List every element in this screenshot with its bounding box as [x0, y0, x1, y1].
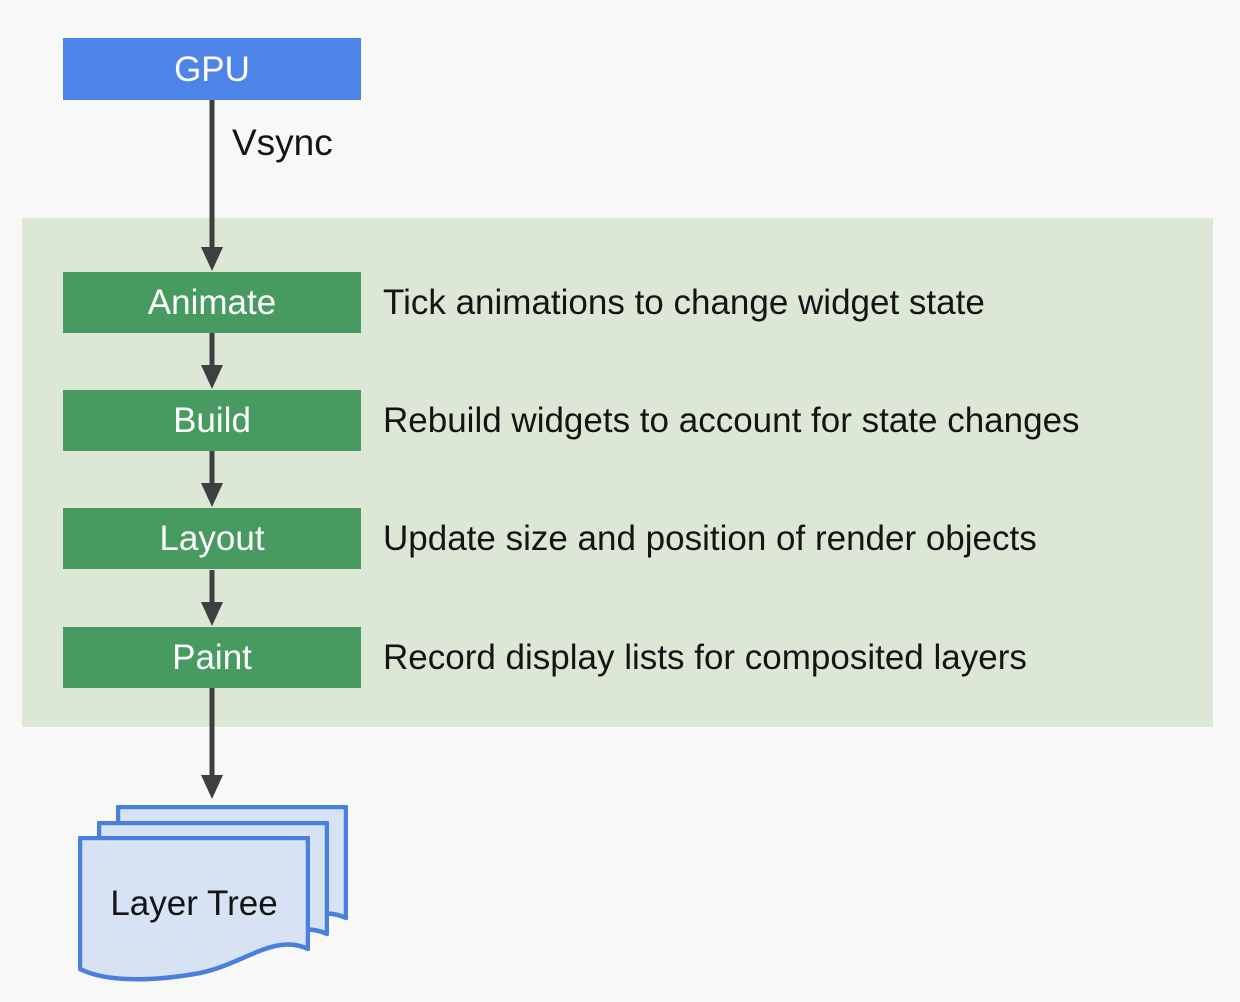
gpu-label: GPU [174, 49, 250, 89]
stage-description-paint: Record display lists for composited laye… [383, 637, 1027, 677]
stage-description-layout: Update size and position of render objec… [383, 518, 1037, 558]
stage-description-animate: Tick animations to change widget state [383, 282, 985, 322]
stage-label: Layout [159, 519, 265, 558]
stage-label: Build [173, 401, 251, 440]
stage-label: Animate [147, 283, 277, 322]
stage-node-build: Build [63, 390, 361, 451]
stage-description-build: Rebuild widgets to account for state cha… [383, 400, 1080, 440]
stage-label: Paint [172, 638, 252, 677]
vsync-label: Vsync [232, 122, 333, 163]
gpu-node: GPU [63, 38, 361, 100]
stage-node-layout: Layout [63, 508, 361, 569]
stage-node-animate: Animate [63, 272, 361, 333]
layer-tree-label: Layer Tree [110, 884, 278, 923]
layer-tree-sheet-front [78, 836, 310, 982]
stage-node-paint: Paint [63, 627, 361, 688]
